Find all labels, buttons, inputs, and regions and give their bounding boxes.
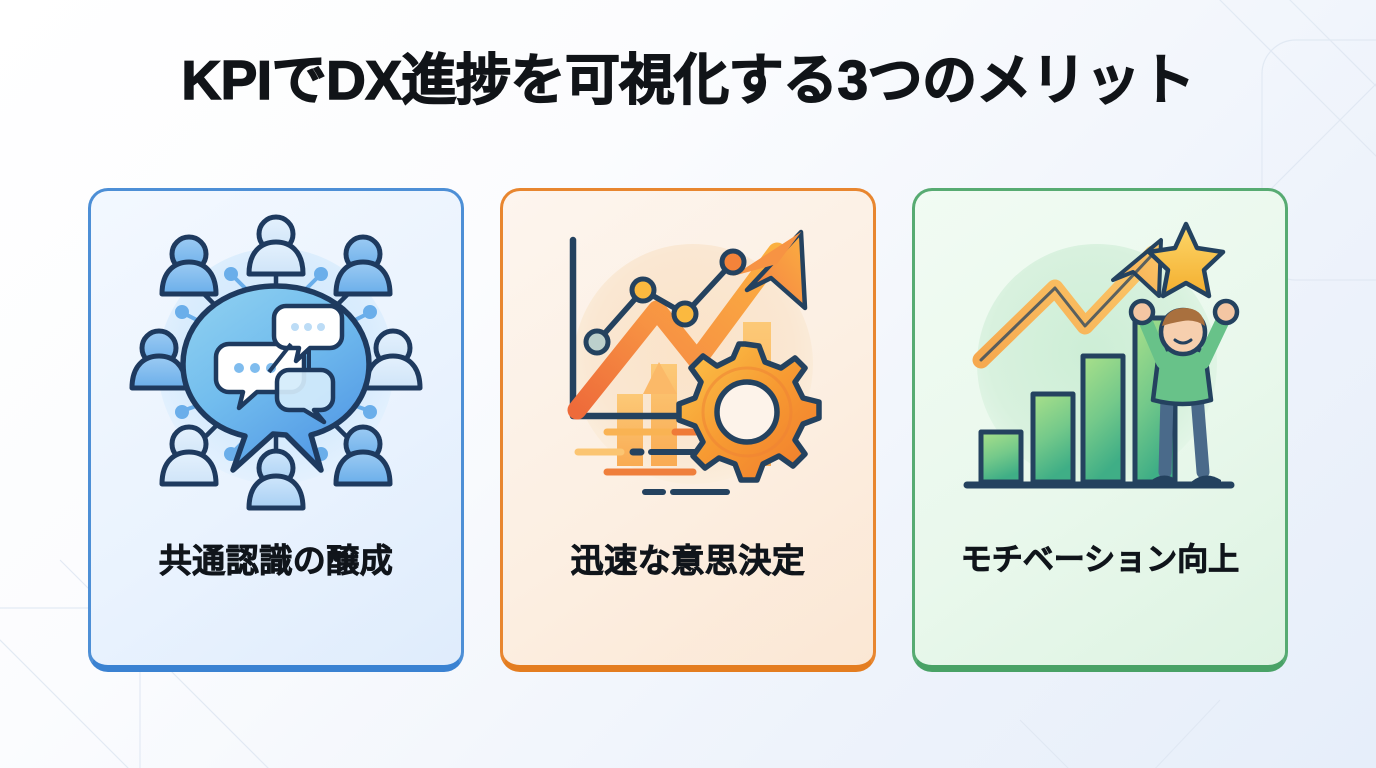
card-common-understanding[interactable]: 共通認識の醸成	[88, 188, 464, 672]
page-title-container: KPIでDX進捗を可視化する3つのメリット	[0, 49, 1376, 111]
benefit-cards-row: 共通認識の醸成	[88, 188, 1288, 672]
card-label: 迅速な意思決定	[570, 542, 806, 579]
people-network-speech-bubble-icon	[91, 191, 461, 541]
card-motivation-up[interactable]: モチベーション向上	[912, 188, 1288, 672]
bar-chart-cheering-person-star-icon	[915, 191, 1285, 541]
page-title: KPIでDX進捗を可視化する3つのメリット	[181, 49, 1196, 111]
card-label: 共通認識の醸成	[158, 542, 394, 579]
card-fast-decision[interactable]: 迅速な意思決定	[500, 188, 876, 672]
card-label: モチベーション向上	[960, 542, 1240, 577]
growth-chart-gear-icon	[503, 191, 873, 541]
